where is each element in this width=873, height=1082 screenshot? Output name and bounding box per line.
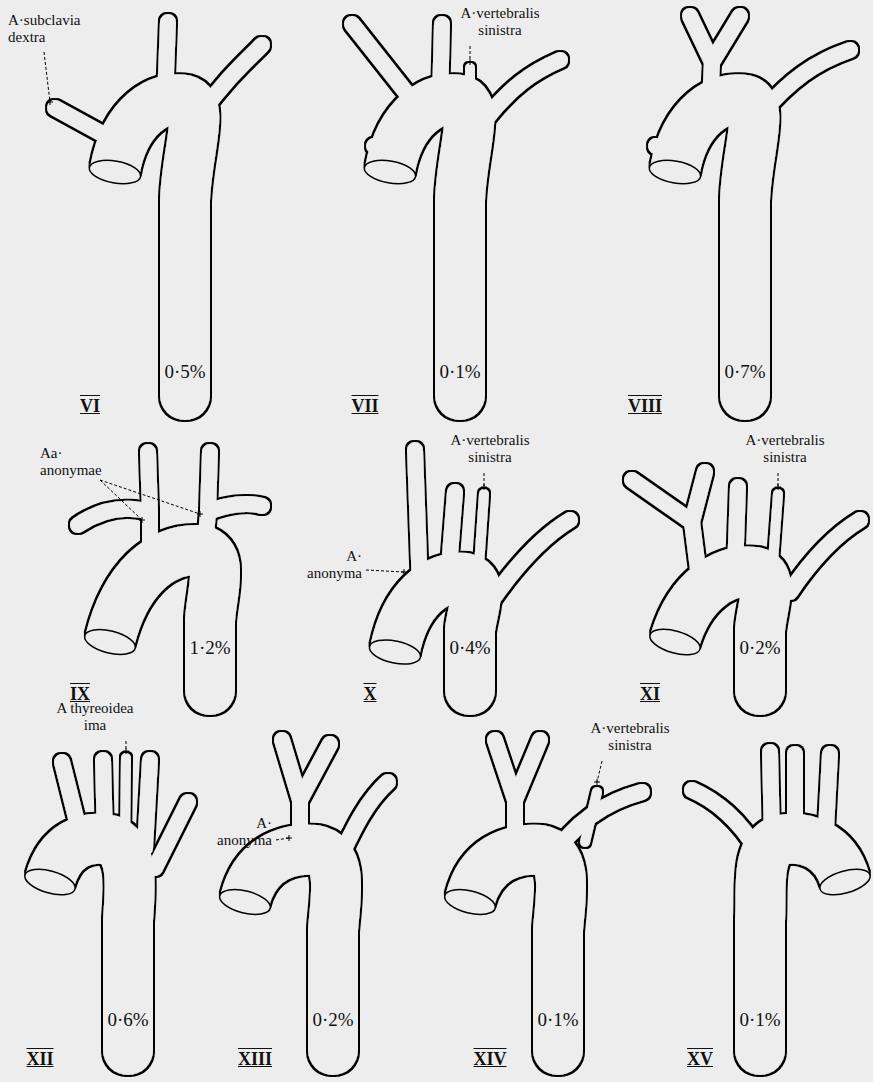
percentage: 0·6% [107, 1010, 148, 1031]
vessel-label: A·vertebralis sinistra [730, 432, 840, 465]
vessel-label: A·subclavia dextra [8, 12, 94, 45]
figure-number: VII [351, 397, 378, 417]
percentage: 0·1% [739, 1010, 780, 1031]
figure-number: XII [26, 1050, 53, 1070]
percentage: 0·5% [164, 362, 205, 383]
figure-number: XV [687, 1050, 713, 1070]
vessel-label: A·vertebralis sinistra [445, 5, 555, 38]
leader-line [44, 46, 781, 841]
vessel-cut-end [22, 157, 873, 919]
figure-number: XI [640, 685, 660, 705]
percentage: 0·2% [739, 638, 780, 659]
vessel-label: A·vertebralis sinistra [435, 432, 545, 465]
vessel-label: A· anonyma [300, 548, 362, 581]
figure-number: XIII [238, 1050, 272, 1070]
vessel-label: A·vertebralis sinistra [575, 720, 685, 753]
percentage: 0·2% [312, 1010, 353, 1031]
figure-number: XIV [473, 1050, 506, 1070]
percentage: 1·2% [189, 638, 230, 659]
figure-number: VIII [628, 397, 662, 417]
vessel-label: Aa· anonymae [40, 445, 112, 478]
figure-number: X [364, 685, 377, 705]
percentage: 0·1% [439, 362, 480, 383]
figure-number: VI [80, 397, 100, 417]
percentage: 0·1% [537, 1010, 578, 1031]
percentage: 0·4% [449, 638, 490, 659]
vessel-label: A thyreoidea ima [49, 700, 141, 733]
vessels [50, 16, 860, 1075]
percentage: 0·7% [724, 362, 765, 383]
vessel-label: A· anonyma [210, 815, 272, 848]
